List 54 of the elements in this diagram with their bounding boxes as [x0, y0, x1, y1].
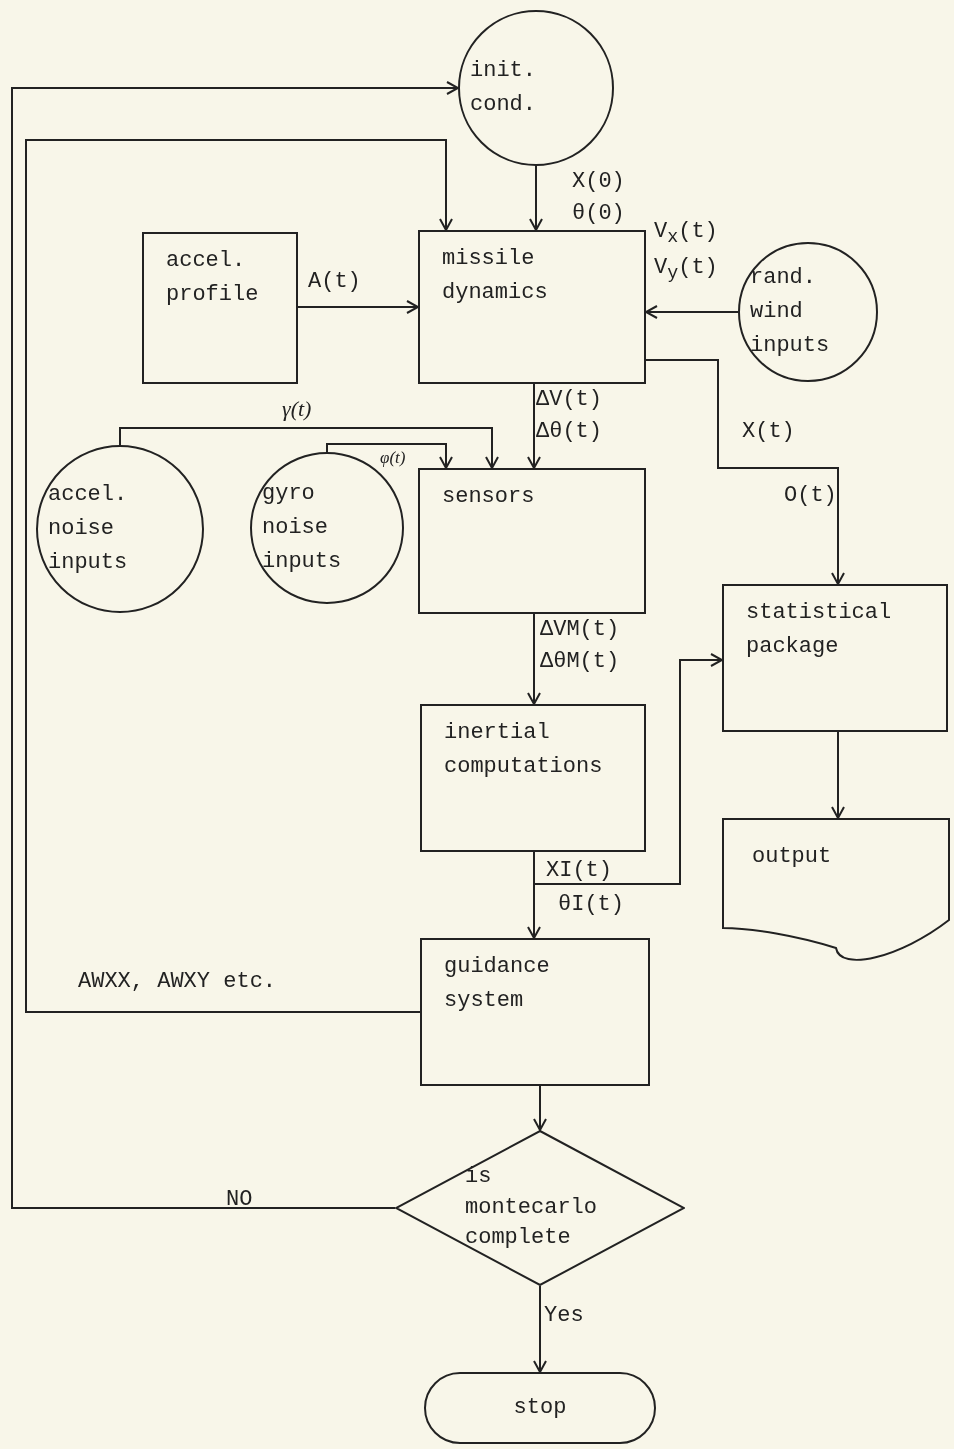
arrow	[527, 383, 541, 469]
node-label: is montecarlo complete	[465, 1162, 599, 1253]
edge-label: NO	[226, 1186, 254, 1214]
process-box	[420, 704, 646, 852]
edge-label: ΔV(t) Δθ(t)	[536, 386, 603, 446]
arrow	[645, 359, 845, 585]
edge-label: AWXX, AWXY etc.	[78, 968, 278, 996]
arrow	[533, 1285, 547, 1373]
terminal-shape	[424, 1372, 656, 1444]
node-label: accel. profile	[166, 247, 260, 310]
arrow	[533, 653, 723, 885]
edge-label: θI(t)	[558, 891, 625, 919]
process-box	[418, 230, 646, 384]
arrow	[25, 139, 453, 1013]
arrow	[527, 851, 541, 939]
node-label: rand. wind inputs	[750, 263, 831, 361]
edge-label: φ(t)	[380, 447, 407, 469]
edge-label: γ(t)	[282, 395, 313, 423]
node-label: output	[752, 843, 832, 871]
node-label: inertial computations	[444, 719, 604, 782]
arrow	[527, 613, 541, 705]
input-circle	[738, 242, 878, 382]
input-circle	[250, 452, 404, 604]
process-box	[142, 232, 298, 384]
node-label: missile dynamics	[442, 245, 549, 308]
node-label: sensors	[442, 483, 536, 511]
edge-label: XI(t)	[546, 857, 613, 885]
arrow	[529, 165, 543, 231]
edge-label: Yes	[544, 1302, 585, 1330]
process-box	[418, 468, 646, 614]
edge-label: X(t)	[742, 418, 796, 446]
node-label: guidance system	[444, 953, 551, 1016]
signal-label: O(t)	[784, 482, 838, 510]
node-label: accel. noise inputs	[48, 480, 129, 578]
decision-diamond	[395, 1130, 685, 1286]
edge-label: A(t)	[308, 268, 362, 296]
node-label: stop	[513, 1393, 567, 1422]
node-label: gyro noise inputs	[262, 479, 343, 577]
node-label: statistical package	[746, 599, 893, 662]
arrow	[831, 731, 845, 819]
arrow	[119, 427, 499, 469]
arrow	[645, 305, 739, 319]
edge-label: ΔVM(t) ΔθM(t)	[540, 616, 621, 676]
arrow	[533, 1085, 547, 1131]
edge-label: V$_{x}$(t) V$_{y}$(t)	[654, 218, 719, 287]
process-box	[420, 938, 650, 1086]
arrow	[11, 81, 459, 1209]
process-box	[722, 584, 948, 732]
arrow	[297, 300, 419, 314]
connector-circle	[458, 10, 614, 166]
arrow	[326, 443, 453, 469]
input-circle	[36, 445, 204, 613]
edge-label: X(0) θ(0)	[572, 168, 626, 228]
node-label: init. cond.	[470, 56, 537, 119]
